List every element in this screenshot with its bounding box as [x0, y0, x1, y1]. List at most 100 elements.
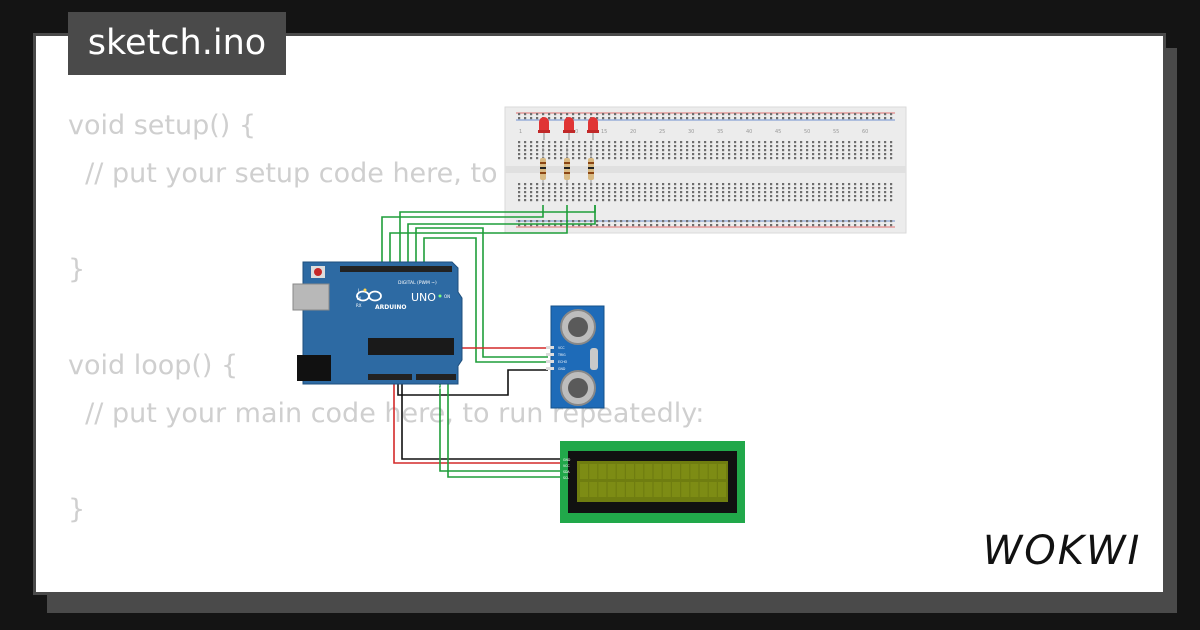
breadboard-hole: [572, 141, 575, 144]
breadboard-hole: [602, 199, 605, 202]
breadboard-hole: [680, 187, 683, 190]
breadboard-hole: [590, 191, 593, 194]
breadboard-hole: [548, 183, 551, 186]
breadboard-hole: [848, 224, 851, 227]
breadboard-hole: [698, 149, 701, 152]
wokwi-logo-icon[interactable]: WOKWI: [976, 526, 1148, 574]
breadboard-hole: [866, 117, 869, 120]
breadboard-hole: [710, 187, 713, 190]
breadboard-hole: [758, 199, 761, 202]
breadboard-hole: [806, 187, 809, 190]
led-3[interactable]: [587, 117, 599, 140]
breadboard-hole: [716, 199, 719, 202]
breadboard-hole: [602, 141, 605, 144]
lcd-cell: [699, 464, 708, 479]
lcd-display[interactable]: GND VCC SDA SCL: [560, 441, 745, 523]
breadboard-hole: [692, 141, 695, 144]
breadboard-hole: [794, 157, 797, 160]
arduino-uno-board[interactable]: ARDUINO UNO DIGITAL (PWM ~) POWER ANALOG…: [292, 261, 463, 390]
breadboard-hole: [602, 220, 605, 223]
ultrasonic-sensor[interactable]: VCC TRIG ECHO GND: [546, 305, 605, 409]
breadboard-hole: [578, 157, 581, 160]
breadboard-hole: [770, 220, 773, 223]
led-group[interactable]: [538, 117, 599, 140]
breadboard-hole: [704, 183, 707, 186]
breadboard-hole: [668, 153, 671, 156]
breadboard-hole: [656, 220, 659, 223]
breadboard-hole: [782, 157, 785, 160]
column-number: 35: [717, 129, 723, 135]
breadboard-hole: [812, 224, 815, 227]
breadboard-hole: [650, 153, 653, 156]
code-line-4: }: [68, 254, 86, 285]
breadboard-hole: [680, 153, 683, 156]
breadboard-hole: [812, 157, 815, 160]
breadboard-hole: [602, 187, 605, 190]
breadboard-hole: [806, 141, 809, 144]
file-name-tab[interactable]: sketch.ino: [68, 12, 286, 75]
breadboard-hole: [608, 153, 611, 156]
breadboard-hole: [710, 224, 713, 227]
breadboard-hole: [842, 220, 845, 223]
breadboard-hole: [530, 153, 533, 156]
breadboard-hole: [884, 195, 887, 198]
breadboard-hole: [524, 183, 527, 186]
breadboard-hole: [770, 113, 773, 116]
breadboard-hole: [812, 220, 815, 223]
breadboard-hole: [842, 113, 845, 116]
breadboard-hole: [542, 145, 545, 148]
breadboard-hole: [854, 187, 857, 190]
breadboard-hole: [752, 149, 755, 152]
lcd-cell: [681, 464, 690, 479]
breadboard-hole: [860, 224, 863, 227]
breadboard-hole: [782, 145, 785, 148]
led-1[interactable]: [538, 117, 550, 140]
breadboard-hole: [614, 145, 617, 148]
breadboard-hole: [836, 141, 839, 144]
breadboard-hole: [722, 145, 725, 148]
breadboard-hole: [776, 149, 779, 152]
breadboard-hole: [758, 187, 761, 190]
resistor-group[interactable]: [540, 148, 594, 186]
breadboard-hole: [602, 195, 605, 198]
breadboard-hole: [578, 153, 581, 156]
led-2[interactable]: [563, 117, 575, 140]
resistor-2[interactable]: [564, 148, 570, 186]
breadboard-hole: [788, 195, 791, 198]
breadboard-hole: [518, 224, 521, 227]
breadboard-hole: [662, 157, 665, 160]
breadboard-hole: [680, 199, 683, 202]
breadboard-hole: [728, 149, 731, 152]
breadboard-hole: [572, 149, 575, 152]
breadboard-hole: [770, 224, 773, 227]
breadboard-hole: [698, 191, 701, 194]
breadboard-hole: [668, 195, 671, 198]
breadboard-hole: [644, 153, 647, 156]
breadboard-hole: [824, 153, 827, 156]
breadboard-hole: [854, 117, 857, 120]
breadboard-hole: [860, 195, 863, 198]
breadboard-hole: [746, 195, 749, 198]
breadboard-hole: [758, 141, 761, 144]
breadboard-hole: [710, 153, 713, 156]
breadboard-hole: [884, 224, 887, 227]
breadboard-hole: [830, 183, 833, 186]
breadboard-hole: [716, 145, 719, 148]
breadboard-hole: [518, 117, 521, 120]
resistor-3[interactable]: [588, 148, 594, 186]
breadboard-hole: [782, 183, 785, 186]
breadboard-hole: [560, 195, 563, 198]
breadboard-hole: [560, 187, 563, 190]
breadboard-hole: [698, 224, 701, 227]
breadboard-hole: [800, 113, 803, 116]
resistor-1[interactable]: [540, 148, 546, 186]
breadboard-hole: [530, 191, 533, 194]
breadboard-hole: [518, 157, 521, 160]
breadboard-hole: [530, 117, 533, 120]
breadboard-hole: [710, 220, 713, 223]
breadboard-hole: [638, 191, 641, 194]
breadboard-hole: [746, 224, 749, 227]
breadboard-hole: [866, 224, 869, 227]
breadboard-hole: [734, 195, 737, 198]
breadboard-hole: [872, 183, 875, 186]
